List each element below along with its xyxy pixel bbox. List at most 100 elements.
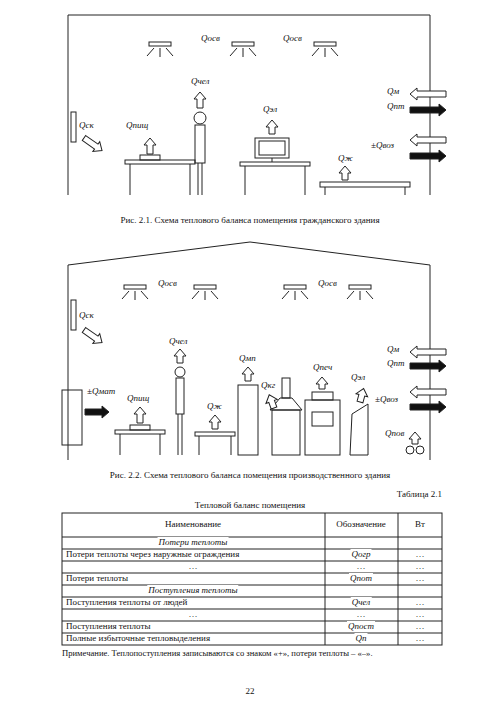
table-cell: … xyxy=(189,561,198,572)
material-cabinet xyxy=(62,390,82,445)
lamp-ray xyxy=(211,291,218,299)
lamp-ray xyxy=(249,48,256,56)
heat-arrow xyxy=(174,349,186,363)
q-label: Qосв xyxy=(200,33,221,44)
table-leg xyxy=(160,434,161,455)
table-cell: … xyxy=(357,609,366,620)
lamp-ray xyxy=(166,48,173,56)
lamp-ray xyxy=(347,291,354,299)
heat-arrow-filled xyxy=(410,104,446,116)
electric-panel xyxy=(350,404,368,455)
q-label: Qосв xyxy=(282,33,303,44)
window xyxy=(71,112,76,142)
food xyxy=(130,425,150,430)
chimney xyxy=(282,378,290,398)
q-label: ±Qвоз xyxy=(370,140,395,151)
q-label: Qм xyxy=(386,344,400,355)
q-label: Qэл xyxy=(262,104,278,115)
table-cell: … xyxy=(416,633,425,644)
table-leg xyxy=(190,164,191,195)
table-border xyxy=(62,513,442,645)
heat-arrow xyxy=(409,432,421,444)
table-cell: Потери теплоты xyxy=(66,573,128,584)
monitor xyxy=(255,138,289,158)
table xyxy=(125,160,195,164)
q-label: Qпищ xyxy=(126,393,150,404)
person-body xyxy=(195,125,205,163)
monitor-screen xyxy=(259,141,285,155)
heat-arrow-filled xyxy=(410,401,446,413)
table-leg xyxy=(130,164,131,195)
lamp-ray xyxy=(366,291,373,299)
lamp-ray xyxy=(325,48,326,57)
furnace-door xyxy=(312,412,333,426)
lamp-ray xyxy=(331,48,338,56)
table-leg xyxy=(120,434,121,455)
lamp-ray xyxy=(135,291,136,300)
table-cell: … xyxy=(416,621,425,632)
table-leg xyxy=(199,436,200,455)
desk-leg xyxy=(245,166,246,195)
page-number: 22 xyxy=(246,686,255,697)
table-rule xyxy=(325,513,326,645)
q-label: Qосв xyxy=(157,278,178,289)
pipe xyxy=(406,446,414,454)
q-label: Qосв xyxy=(317,278,338,289)
heat-arrow xyxy=(410,346,446,358)
heat-arrow xyxy=(410,134,446,146)
lamp-ray xyxy=(205,291,206,300)
table-leg xyxy=(231,436,232,455)
q-label: Qкг xyxy=(260,380,276,391)
table-cell: … xyxy=(416,561,425,572)
table-cell: Qпост xyxy=(347,621,375,632)
q-label: Qск xyxy=(78,310,95,321)
table-cell: … xyxy=(416,573,425,584)
q-label: Qж xyxy=(337,153,354,164)
person-body xyxy=(176,378,184,414)
table-rule xyxy=(62,561,442,562)
heat-arrow-filled xyxy=(85,406,109,418)
q-label: Qпов xyxy=(384,428,405,439)
person-head xyxy=(194,112,206,124)
heat-arrow xyxy=(81,325,106,347)
lamp-ray xyxy=(295,291,296,300)
furnace xyxy=(305,400,340,455)
lamp-ray xyxy=(141,291,148,299)
caption: Рис. 2.1. Схема теплового баланса помеще… xyxy=(120,215,379,226)
table-number: Таблица 2.1 xyxy=(397,489,442,500)
person-leg xyxy=(198,163,199,195)
table-cell: Qогр xyxy=(350,549,371,560)
table-cell: … xyxy=(189,609,198,620)
lamp xyxy=(232,42,254,46)
table-cell: … xyxy=(416,609,425,620)
heat-arrow xyxy=(81,133,106,155)
caption: Рис. 2.2. Схема теплового баланса помеще… xyxy=(110,470,390,481)
q-label: Qпищ xyxy=(125,120,149,131)
lamp-ray xyxy=(301,291,308,299)
small-table xyxy=(195,432,235,436)
table-cell: Потери теплоты через наружные ограждения xyxy=(66,549,239,560)
table-section: Поступления теплоты xyxy=(147,585,238,596)
q-label: Qск xyxy=(78,120,95,131)
lamp xyxy=(284,285,306,289)
furnace-top xyxy=(312,392,333,400)
lamp-ray xyxy=(160,48,161,57)
table-cell: … xyxy=(357,561,366,572)
table-cell: Qпот xyxy=(349,573,373,584)
heat-arrow-filled xyxy=(410,360,446,372)
table-title: Тепловой баланс помещения xyxy=(195,500,305,511)
lamp xyxy=(149,42,171,46)
table-cell: … xyxy=(416,549,425,560)
table-section: Потери теплоты xyxy=(158,537,229,548)
q-label: Qм xyxy=(386,86,400,97)
bench-leg xyxy=(325,187,326,195)
heat-arrow xyxy=(194,92,206,108)
machine xyxy=(238,385,258,455)
person-head xyxy=(175,367,185,377)
q-label: Qпеч xyxy=(312,362,333,373)
heat-arrow xyxy=(339,166,351,180)
desk xyxy=(240,162,310,166)
lamp-ray xyxy=(192,291,199,299)
table-cell: Полные избыточные тепловыделения xyxy=(66,633,210,644)
q-label: Qчел xyxy=(168,336,189,347)
